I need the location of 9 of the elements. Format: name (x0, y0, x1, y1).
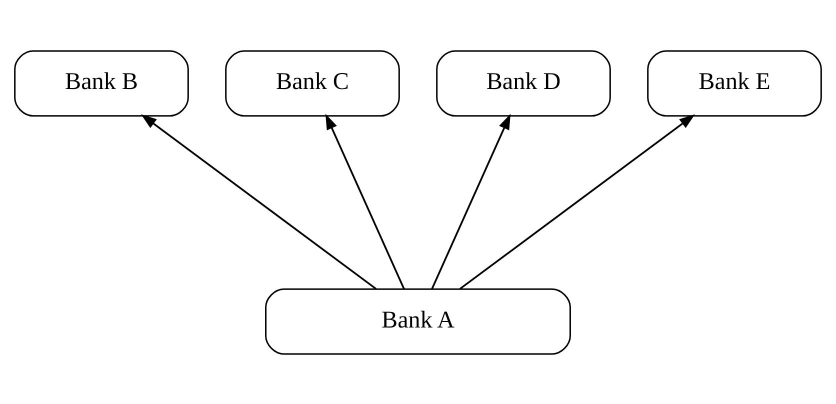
node-box: Bank E (647, 50, 822, 116)
arrow (431, 113, 511, 289)
node-box: Bank C (225, 50, 400, 116)
node-box: Bank D (436, 50, 611, 116)
arrow (325, 113, 405, 289)
arrow (141, 114, 376, 290)
node-box: Bank B (14, 50, 189, 116)
arrow (460, 114, 695, 290)
node-box: Bank A (265, 288, 571, 354)
